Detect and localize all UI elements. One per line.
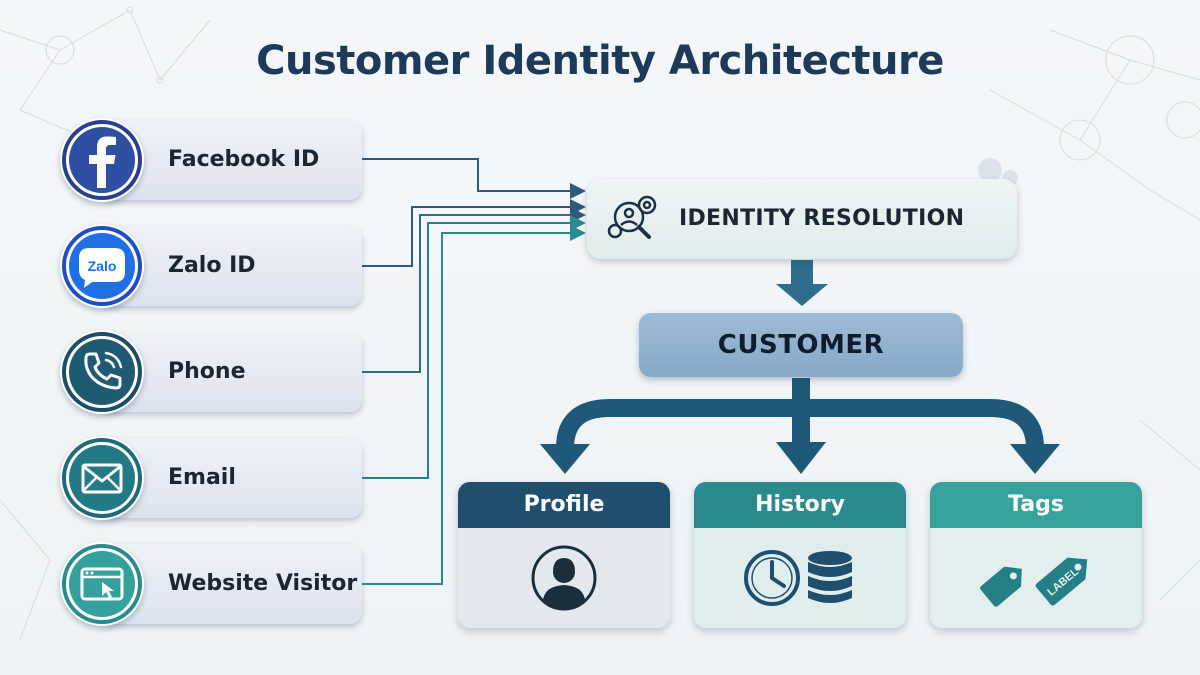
user-avatar-icon xyxy=(531,545,597,611)
source-facebook: Facebook ID xyxy=(60,118,362,202)
flow-arrows-to-outputs xyxy=(556,378,1044,449)
connector-facebook xyxy=(362,158,586,199)
source-label: Phone xyxy=(168,359,246,384)
customer-box: CUSTOMER xyxy=(639,313,963,377)
identity-search-icon xyxy=(607,195,657,239)
facebook-icon xyxy=(60,118,144,202)
email-icon xyxy=(60,436,144,520)
source-label: Email xyxy=(168,465,236,490)
clock-icon xyxy=(744,550,800,606)
zalo-icon: Zalo xyxy=(60,224,144,308)
history-panel: History xyxy=(694,482,906,628)
source-phone: Phone xyxy=(60,330,362,414)
identity-resolution-box: IDENTITY RESOLUTION xyxy=(587,179,1017,259)
profile-header: Profile xyxy=(458,482,670,528)
history-header: History xyxy=(694,482,906,528)
connector-email xyxy=(362,215,586,479)
source-label: Facebook ID xyxy=(168,147,320,172)
source-email: Email xyxy=(60,436,362,520)
phone-icon xyxy=(60,330,144,414)
source-label: Website Visitor xyxy=(168,571,358,596)
zalo-icon-text: Zalo xyxy=(88,258,117,274)
identity-resolution-label: IDENTITY RESOLUTION xyxy=(679,206,965,231)
profile-panel: Profile xyxy=(458,482,670,628)
source-website-visitor: Website Visitor xyxy=(60,542,362,626)
history-body xyxy=(694,528,906,628)
profile-body xyxy=(458,528,670,628)
connector-zalo xyxy=(362,199,586,267)
source-label: Zalo ID xyxy=(168,253,256,278)
tags-body: LABEL xyxy=(930,528,1142,628)
label-tag-icon: LABEL xyxy=(1035,557,1088,606)
source-zalo: Zalo ID Zalo xyxy=(60,224,362,308)
database-icon xyxy=(808,551,852,603)
flow-arrow-to-customer xyxy=(776,260,828,306)
connector-phone xyxy=(362,207,586,373)
tag-icon xyxy=(980,566,1022,607)
page-title: Customer Identity Architecture xyxy=(256,38,944,84)
tags-panel: Tags LABEL xyxy=(930,482,1142,628)
website-visitor-icon xyxy=(60,542,144,626)
tags-header: Tags xyxy=(930,482,1142,528)
